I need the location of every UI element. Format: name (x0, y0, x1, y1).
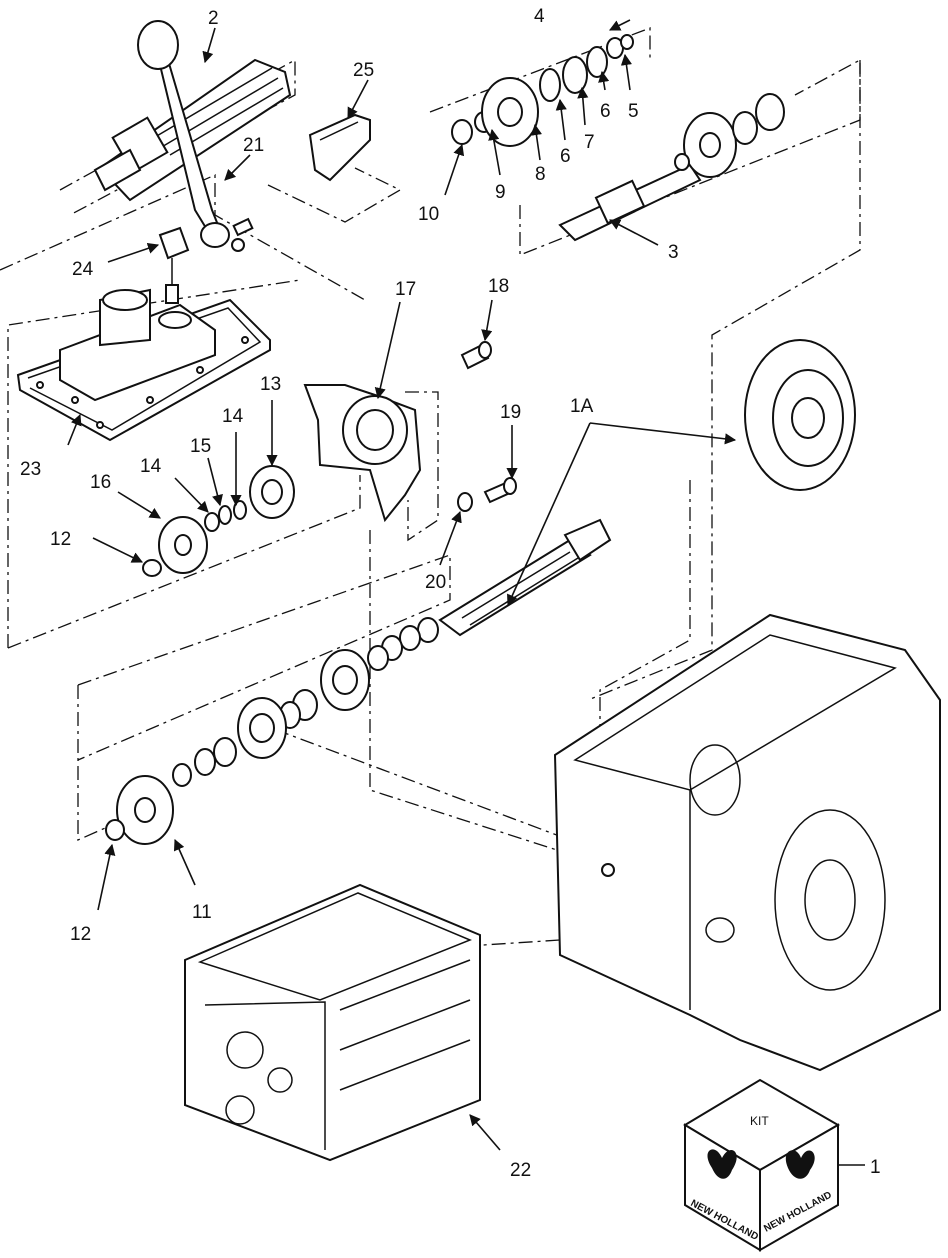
callout-19: 19 (500, 402, 521, 423)
callout-21: 21 (243, 135, 264, 156)
callout-2: 2 (208, 8, 219, 29)
callout-11: 11 (192, 902, 212, 923)
countershaft-part-3 (558, 93, 785, 242)
kit-box-part-1: KIT NEW HOLLAND NEW HOLLAND (683, 1078, 865, 1252)
callout-7: 7 (584, 132, 595, 153)
callout-4: 4 (534, 6, 545, 27)
pinion-shaft-part-1A (438, 518, 612, 637)
gear-set-upper (451, 34, 634, 147)
callout-22: 22 (510, 1160, 531, 1181)
callout-20: 20 (425, 572, 446, 593)
callout-3: 3 (668, 242, 679, 263)
lower-shaft-components (105, 617, 439, 845)
callout-16: 16 (90, 472, 111, 493)
callout-14-lower: 14 (140, 456, 162, 477)
gearbox-case-part-22 (184, 883, 481, 1162)
bearing-housing-part-17 (303, 384, 422, 523)
callout-5: 5 (628, 101, 639, 122)
callout-1A: 1A (570, 396, 594, 417)
shift-cover-part-23 (16, 288, 271, 442)
callout-17: 17 (395, 279, 416, 300)
callout-12-lower: 12 (70, 924, 91, 945)
shift-lever-part-21 (137, 20, 254, 252)
new-holland-leaf-icon (785, 1150, 815, 1179)
callout-leaders (67, 19, 737, 1151)
callout-14-upper: 14 (222, 406, 244, 427)
callout-6-upper: 6 (600, 101, 611, 122)
assembly-guide-lines (0, 27, 861, 956)
washer-part-20 (457, 492, 473, 512)
callout-10: 10 (418, 204, 439, 225)
kit-label: KIT (750, 1114, 769, 1128)
bolt-part-19 (483, 477, 517, 504)
ring-gear-part-1A (744, 339, 856, 491)
callout-15: 15 (190, 436, 211, 457)
callout-18: 18 (488, 276, 509, 297)
transmission-case (553, 613, 941, 1072)
callout-labels: 1 1A 2 3 4 5 6 6 7 8 9 10 11 12 12 13 14… (20, 6, 881, 1181)
callout-24: 24 (72, 259, 94, 280)
callout-25: 25 (353, 60, 374, 81)
callout-23: 23 (20, 459, 41, 480)
new-holland-leaf-icon (707, 1149, 737, 1179)
shift-key-part-24 (158, 226, 190, 304)
callout-13: 13 (260, 374, 281, 395)
callout-8: 8 (535, 164, 546, 185)
callout-9: 9 (495, 182, 506, 203)
callout-1: 1 (870, 1157, 881, 1178)
bolt-part-18 (460, 341, 492, 370)
idler-cluster (142, 465, 295, 577)
callout-12-upper: 12 (50, 529, 71, 550)
main-shaft-part-2 (93, 58, 292, 202)
callout-6-lower: 6 (560, 146, 571, 167)
